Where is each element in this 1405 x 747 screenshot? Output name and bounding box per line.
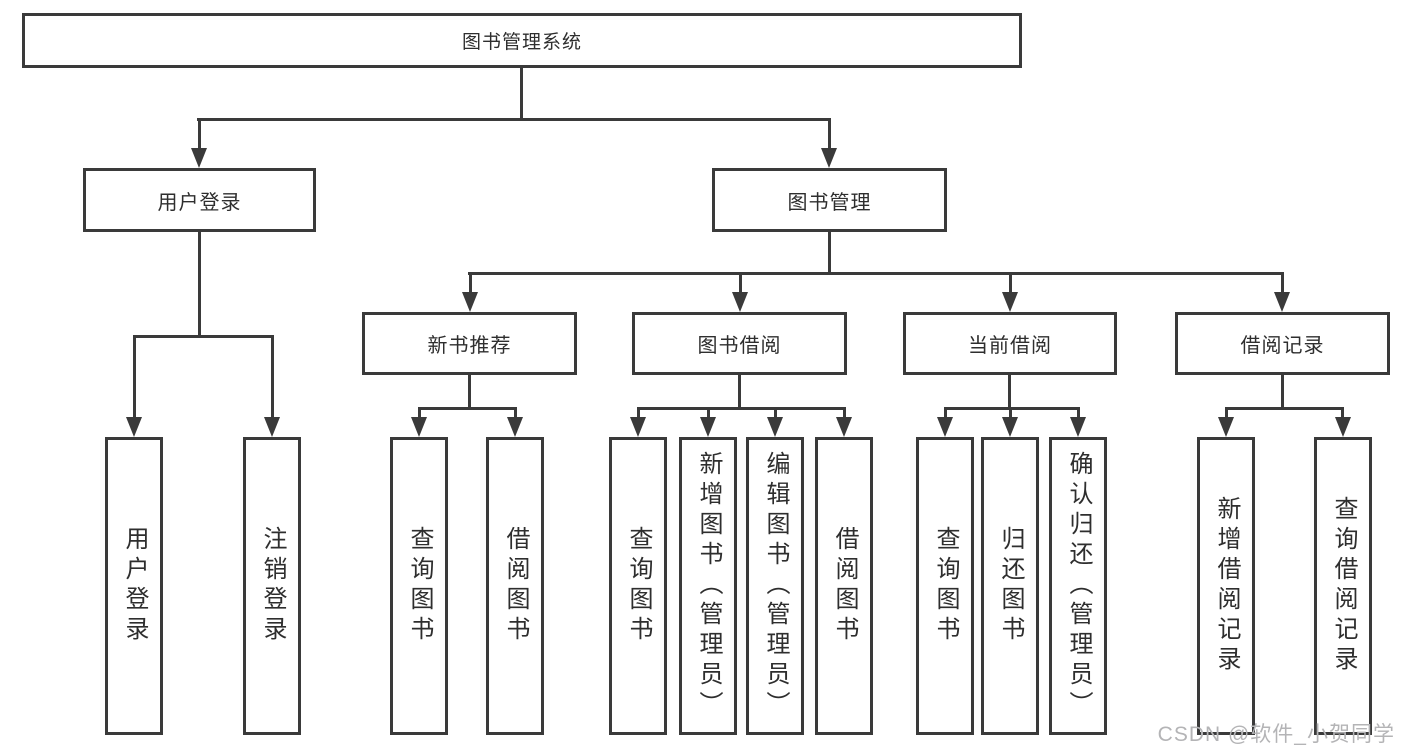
line-v	[828, 118, 831, 152]
line-h	[637, 407, 845, 410]
node-leaf-user-login: 用户登录	[105, 437, 163, 735]
arrowhead-down	[732, 292, 748, 312]
node-borrowing-records: 借阅记录	[1175, 312, 1390, 375]
line-h	[133, 335, 273, 338]
node-leaf-br-add-record: 新增借阅记录	[1197, 437, 1255, 735]
arrowhead-down	[937, 417, 953, 437]
line-v	[418, 407, 421, 421]
arrowhead-down	[507, 417, 523, 437]
node-user-login: 用户登录	[83, 168, 316, 232]
node-leaf-cb-query-books: 查询图书	[916, 437, 974, 735]
line-v	[707, 407, 710, 421]
line-v	[271, 335, 274, 421]
arrowhead-down	[1002, 292, 1018, 312]
node-leaf-bb-add-books-admin: 新增图书（管理员）	[679, 437, 737, 735]
arrowhead-down	[264, 417, 280, 437]
line-v	[468, 375, 471, 407]
node-current-borrowing: 当前借阅	[903, 312, 1117, 375]
arrowhead-down	[462, 292, 478, 312]
line-v	[774, 407, 777, 421]
line-h	[418, 407, 517, 410]
line-v	[198, 232, 201, 335]
line-v	[1008, 375, 1011, 407]
arrowhead-down	[126, 417, 142, 437]
line-v	[198, 118, 201, 152]
line-v	[637, 407, 640, 421]
arrowhead-down	[836, 417, 852, 437]
line-v	[514, 407, 517, 421]
arrowhead-down	[1070, 417, 1086, 437]
line-v	[828, 232, 831, 272]
line-v	[1281, 375, 1284, 407]
arrowhead-down	[191, 148, 207, 168]
node-leaf-nbr-borrow-books: 借阅图书	[486, 437, 544, 735]
line-v	[520, 68, 523, 118]
line-v	[1077, 407, 1080, 421]
line-h	[468, 272, 1284, 275]
node-leaf-bb-edit-books-admin: 编辑图书（管理员）	[746, 437, 804, 735]
node-leaf-br-query-record: 查询借阅记录	[1314, 437, 1372, 735]
arrowhead-down	[821, 148, 837, 168]
arrowhead-down	[1002, 417, 1018, 437]
line-v	[1009, 407, 1012, 421]
arrowhead-down	[630, 417, 646, 437]
node-book-borrowing: 图书借阅	[632, 312, 847, 375]
line-v	[1341, 407, 1344, 421]
node-leaf-cb-return-books: 归还图书	[981, 437, 1039, 735]
line-h	[1225, 407, 1344, 410]
node-book-management: 图书管理	[712, 168, 947, 232]
arrowhead-down	[1218, 417, 1234, 437]
arrowhead-down	[767, 417, 783, 437]
csdn-watermark: CSDN @软件_小贺同学	[1157, 723, 1395, 746]
node-leaf-logout: 注销登录	[243, 437, 301, 735]
node-leaf-bb-borrow-books: 借阅图书	[815, 437, 873, 735]
line-v	[1281, 272, 1284, 296]
arrowhead-down	[1335, 417, 1351, 437]
node-root: 图书管理系统	[22, 13, 1022, 68]
arrowhead-down	[411, 417, 427, 437]
node-leaf-bb-query-books: 查询图书	[609, 437, 667, 735]
node-leaf-nbr-query-books: 查询图书	[390, 437, 448, 735]
node-leaf-cb-confirm-return-admin: 确认归还（管理员）	[1049, 437, 1107, 735]
arrowhead-down	[700, 417, 716, 437]
line-v	[1225, 407, 1228, 421]
line-v	[944, 407, 947, 421]
node-new-book-recommend: 新书推荐	[362, 312, 577, 375]
line-v	[843, 407, 846, 421]
line-h	[197, 118, 831, 121]
line-v	[469, 272, 472, 296]
line-v	[738, 375, 741, 407]
line-v	[133, 335, 136, 421]
line-v	[1009, 272, 1012, 296]
line-v	[739, 272, 742, 296]
arrowhead-down	[1274, 292, 1290, 312]
